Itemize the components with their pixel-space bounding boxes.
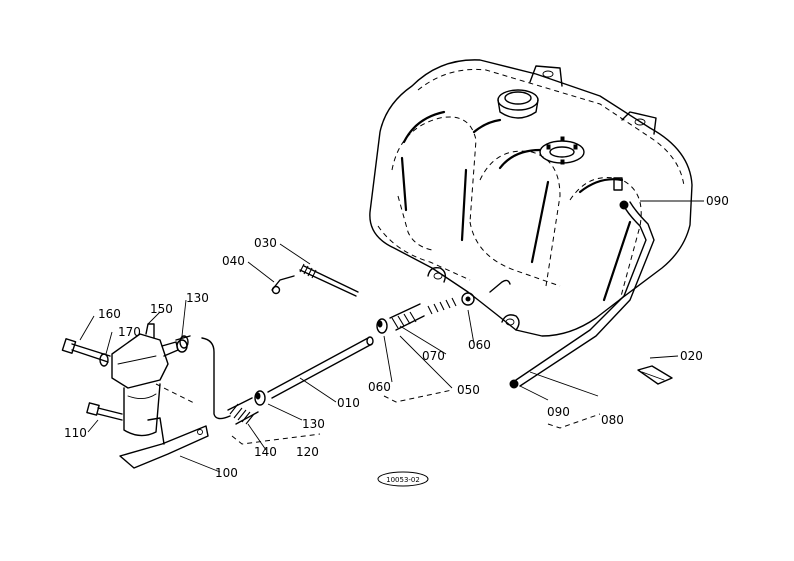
label-090-bottom: 090 bbox=[547, 405, 570, 419]
washer-170 bbox=[99, 353, 109, 367]
group-bracket-050 bbox=[383, 389, 453, 403]
label-090-top: 090 bbox=[706, 194, 729, 208]
fuel-tank bbox=[369, 59, 693, 337]
label-120: 120 bbox=[296, 445, 319, 459]
label-130-bottom: 130 bbox=[302, 417, 325, 431]
filter-outlet-line bbox=[201, 337, 231, 420]
clamp-040 bbox=[271, 275, 295, 295]
label-140: 140 bbox=[254, 445, 277, 459]
label-060-left: 060 bbox=[368, 380, 391, 394]
clip-020 bbox=[637, 365, 673, 385]
label-100: 100 bbox=[215, 466, 238, 480]
label-160: 160 bbox=[98, 307, 121, 321]
group-bracket-120 bbox=[231, 433, 321, 445]
hose-030 bbox=[299, 263, 359, 297]
label-080: 080 bbox=[601, 413, 624, 427]
label-050: 050 bbox=[457, 383, 480, 397]
diagram-code-badge: 10053-02 bbox=[377, 471, 429, 487]
clamp-130-top bbox=[179, 335, 189, 349]
label-170: 170 bbox=[118, 325, 141, 339]
bolt-160 bbox=[61, 338, 111, 363]
hose-assembly-120 bbox=[227, 390, 266, 425]
label-020: 020 bbox=[680, 349, 703, 363]
group-bracket-080 bbox=[547, 413, 601, 429]
label-060-right: 060 bbox=[468, 338, 491, 352]
label-150: 150 bbox=[150, 302, 173, 316]
hose-assembly-050 bbox=[376, 292, 475, 334]
bracket-100 bbox=[119, 383, 209, 469]
label-130-top: 130 bbox=[186, 291, 209, 305]
label-030: 030 bbox=[254, 236, 277, 250]
label-040: 040 bbox=[222, 254, 245, 268]
fuel-pipe-010 bbox=[267, 336, 374, 399]
label-010: 010 bbox=[337, 396, 360, 410]
return-pipe-080 bbox=[509, 200, 655, 389]
leader-lines bbox=[79, 200, 704, 473]
diagram-code: 10053-02 bbox=[386, 476, 420, 484]
label-070: 070 bbox=[422, 349, 445, 363]
label-110: 110 bbox=[64, 426, 87, 440]
bolt-110 bbox=[86, 402, 123, 421]
